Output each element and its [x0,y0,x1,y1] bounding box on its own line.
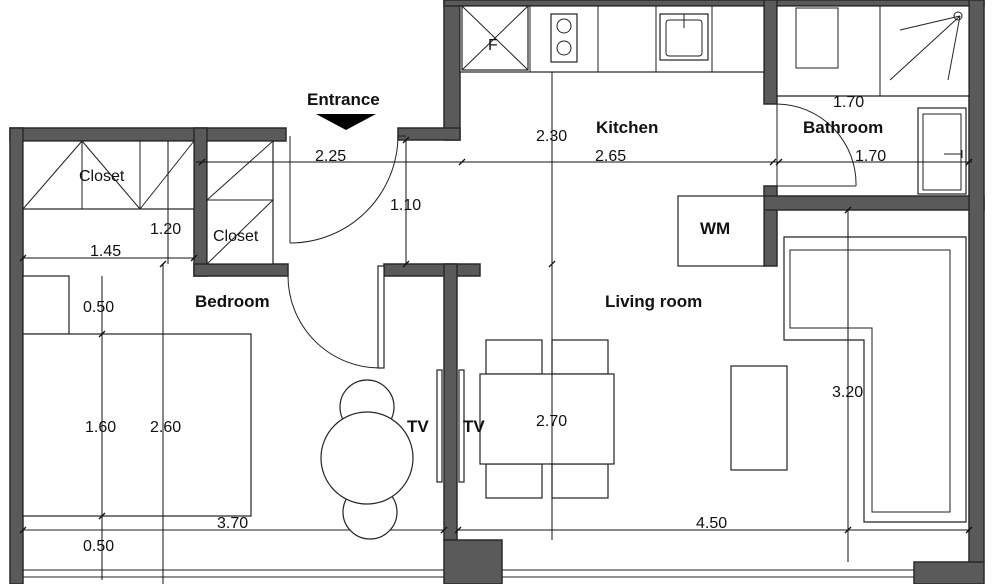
tv-panel-living [458,369,465,483]
wall-bottom-pier [443,539,503,584]
dim-closet-depth: 1.20 [150,221,181,238]
dim-bedroom-closet-width: 1.45 [90,243,121,260]
dining-table [479,339,615,499]
sofa [783,236,967,523]
coffee-table [730,365,788,471]
wall-top-right [443,0,985,7]
dim-bed-length: 1.60 [85,419,116,436]
dim-bath-width: 1.70 [855,148,886,165]
wall-closet-bottom [193,263,289,277]
wall-bath-bottom [763,195,985,211]
entrance-label: Entrance [307,90,380,109]
wall-right [968,0,985,563]
washing-machine-label: WM [700,219,730,238]
dim-sofa-length: 3.20 [832,384,863,401]
dim-bedroom-depth: 2.60 [150,419,181,436]
bedroom-closet [22,140,195,210]
entrance-arrow-icon [316,114,376,130]
closet-label-hall: Closet [213,228,259,245]
bathroom-label: Bathroom [803,118,883,137]
wall-closet-right [193,127,208,277]
living-room-label: Living room [605,292,702,311]
dimension-lines [19,72,973,584]
dim-entry-width: 2.25 [315,148,346,165]
dim-kitchen-height: 2.30 [536,128,567,145]
dim-living-width: 4.50 [696,515,727,532]
tv-label-bedroom: TV [407,417,429,436]
dim-bedroom-top-offset: 0.50 [83,299,114,316]
wall-kitchen-bath-divider [763,0,778,105]
fridge-label: F [488,37,498,54]
wall-kitchen-left [443,0,461,141]
bathroom-door-swing [776,103,857,187]
shower [889,11,963,81]
dim-bedroom-bottom-offset: 0.50 [83,538,114,555]
dim-living-depth: 2.70 [536,413,567,430]
wall-kitchen-bottom-left [397,127,461,141]
hall-closet [206,140,274,265]
walls [9,0,985,584]
wall-bedroom-top [9,127,287,142]
wall-bottom-right-pier [913,561,985,584]
windows [23,569,914,578]
stove [550,13,578,63]
wall-left [9,127,24,584]
fridge [461,5,529,71]
kitchen-sink [659,13,709,61]
bedroom-door-swing [287,275,381,369]
entrance-door-swing [289,135,399,244]
bedroom-label: Bedroom [195,292,270,311]
tv-label-living: TV [463,417,485,436]
kitchen-label: Kitchen [596,118,658,137]
toilet [917,107,967,195]
washing-machine [677,195,765,267]
wall-living-top-stub [383,263,481,277]
dim-bath-width-top: 1.70 [833,94,864,111]
dim-hall-depth: 1.10 [390,197,421,214]
bed [22,333,252,517]
bath-counter [776,5,970,97]
closet-label-bedroom: Closet [79,168,125,185]
wall-partition [443,263,458,541]
bedside-table [22,275,70,335]
round-table [320,379,414,540]
tv-panel-bedroom [436,369,443,483]
dim-kitchen-width: 2.65 [595,148,626,165]
dim-bedroom-width: 3.70 [217,515,248,532]
